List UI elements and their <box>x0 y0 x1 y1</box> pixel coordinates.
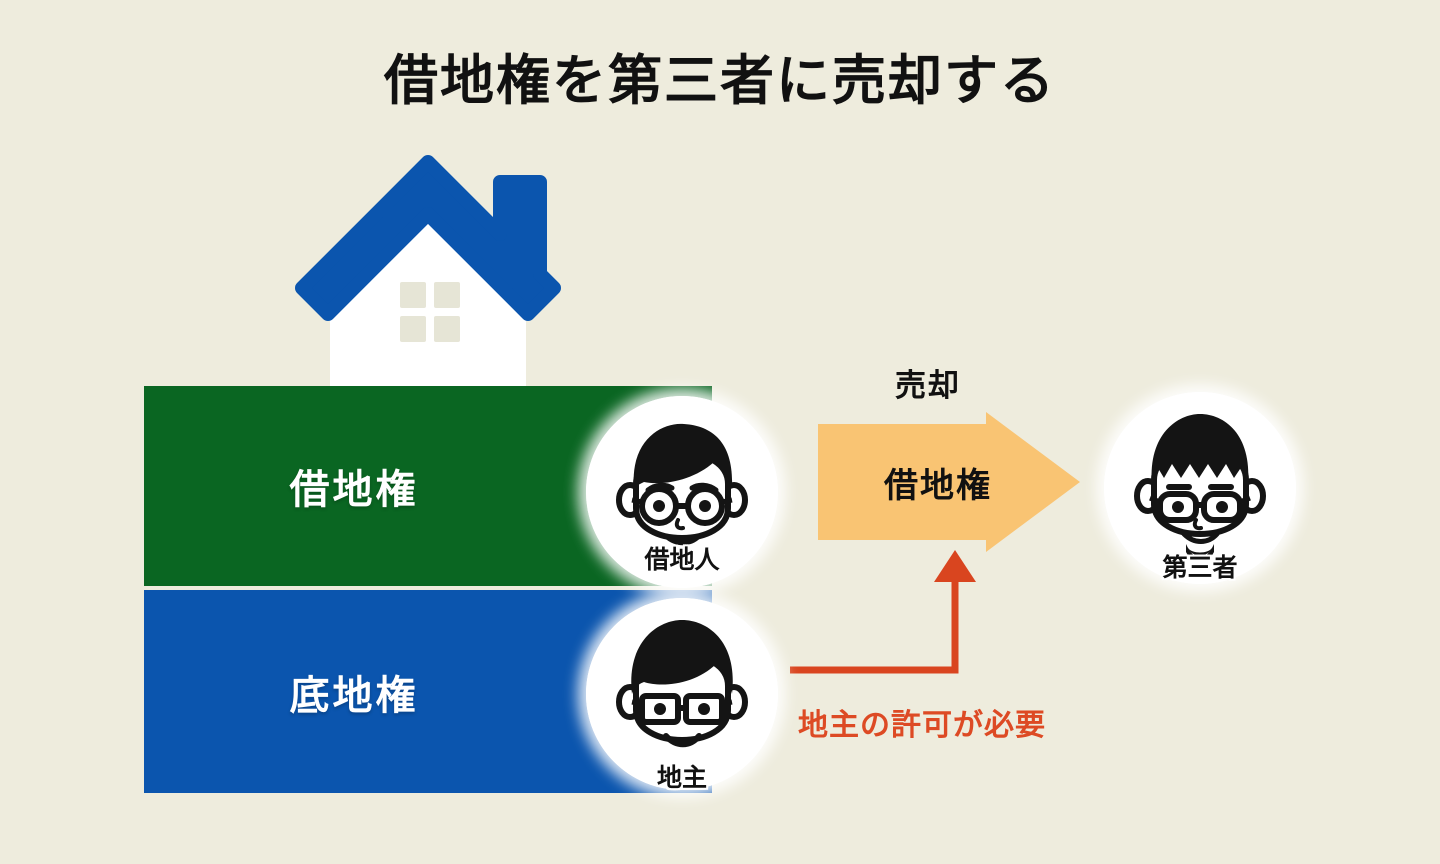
page-title: 借地権を第三者に売却する <box>384 51 1056 111</box>
band-leasehold-label: 借地権 <box>289 468 419 512</box>
avatar-landlord <box>586 598 778 790</box>
avatar-tenant <box>586 396 778 588</box>
sale-arrow-above-label: 売却 <box>895 368 961 403</box>
sale-arrow <box>818 412 1080 552</box>
band-freehold-label: 底地権 <box>289 673 419 718</box>
avatar-third-party <box>1104 392 1296 584</box>
avatar-landlord-label: 地主 <box>656 764 707 792</box>
avatar-third-party-label: 第三者 <box>1162 554 1238 582</box>
sale-arrow-inner-label: 借地権 <box>884 467 992 505</box>
house-icon <box>288 148 568 392</box>
permission-arrow-icon <box>788 548 990 678</box>
permission-note: 地主の許可が必要 <box>798 709 1046 742</box>
avatar-tenant-label: 借地人 <box>644 546 720 574</box>
